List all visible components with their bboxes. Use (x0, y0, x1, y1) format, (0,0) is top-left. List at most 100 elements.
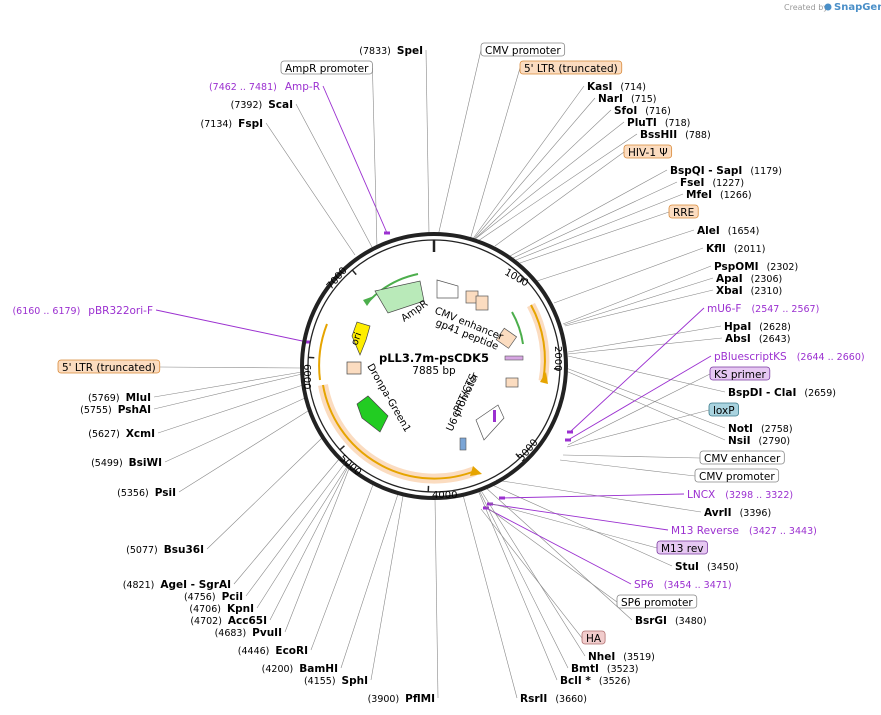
site-leader-line (295, 103, 374, 250)
feature-leader-line (484, 505, 618, 603)
site-label: PshAI(5755) (80, 404, 151, 416)
site-position: (2790) (759, 436, 791, 447)
site-position: (5769) (88, 393, 120, 404)
site-name: AbsI (725, 333, 751, 345)
feature-box: CMV promoter (694, 468, 780, 483)
primer-name: Amp-R (285, 81, 320, 93)
primer-name: SP6 (634, 579, 654, 591)
site-name: BsiWI (129, 457, 162, 469)
primer-name: pBR322ori-F (88, 305, 153, 317)
site-name: StuI (675, 561, 699, 573)
feature-leader-line (494, 151, 625, 247)
feature-box: CMV promoter (480, 42, 566, 57)
outer-labels: SpeI(7833)ScaI(7392)FspI(7134)KasI(714)N… (12, 42, 865, 705)
site-name: Acc65I (228, 615, 267, 627)
ltr-arc (318, 323, 328, 381)
primer-label: SP6(3454 .. 3471) (634, 579, 732, 591)
site-position: (715) (631, 94, 657, 105)
psi-block-2 (475, 295, 489, 311)
site-label: HpaI(2628) (724, 321, 791, 333)
site-position: (4702) (190, 616, 222, 627)
site-position: (4756) (184, 592, 216, 603)
site-position: (788) (685, 130, 711, 141)
site-label: BsrGI(3480) (635, 615, 707, 627)
primer-name: mU6-F (707, 303, 741, 315)
site-label: XcmI(5627) (88, 428, 155, 440)
credit-brand: SnapGene (834, 2, 881, 13)
feature-leader-line (562, 454, 701, 459)
site-position: (4706) (189, 604, 221, 615)
site-leader-line (564, 289, 714, 327)
site-leader-line (434, 497, 439, 699)
site-name: BmtI (571, 663, 599, 675)
site-leader-line (233, 457, 341, 585)
site-label: PspOMI(2302) (714, 261, 798, 273)
site-name: FspI (238, 118, 263, 130)
rre-arc-arrow (540, 372, 548, 384)
site-label: KasI(714) (587, 81, 646, 93)
site-label: PluTI(718) (627, 117, 690, 129)
site-leader-line (471, 85, 585, 241)
u6-promoter-block (475, 404, 505, 441)
site-name: BamHI (299, 663, 338, 675)
ltr-inner-block (346, 361, 362, 375)
ampr-feature (374, 280, 425, 314)
small-feature (504, 355, 524, 361)
feature-box: AmpR promoter (280, 60, 373, 75)
site-label: PflMI(3900) (368, 693, 435, 705)
primer-label: Amp-R (7462 .. 7481) (209, 81, 320, 93)
site-leader-line (473, 109, 612, 241)
site-name: BspDI - ClaI (728, 387, 796, 399)
site-name: SphI (342, 675, 368, 687)
feature-box: 5' LTR (truncated) (57, 359, 161, 374)
site-label: BspQI - SapI(1179) (670, 165, 782, 177)
site-name: KpnI (227, 603, 254, 615)
site-name: NarI (598, 93, 623, 105)
primer-range: (7462 .. 7481) (209, 82, 277, 93)
site-position: (1179) (750, 166, 782, 177)
site-name: PsiI (155, 487, 176, 499)
cppt-block (505, 377, 519, 388)
site-label: NotI(2758) (728, 423, 793, 435)
dronpa-region-arc-edge (322, 384, 476, 480)
feature-box-frame (694, 468, 780, 483)
primer-mark (499, 496, 505, 500)
site-name: AgeI - SgrAI (160, 579, 231, 591)
site-position: (5077) (126, 545, 158, 556)
plasmid-size: 7885 bp (412, 365, 456, 377)
rre-arc-edge (530, 304, 546, 382)
site-position: (2310) (751, 286, 783, 297)
feature-box-frame (616, 594, 698, 609)
primer-range: (2644 .. 2660) (797, 352, 865, 363)
feature-box-label: SP6 promoter (621, 597, 693, 609)
feature-box-label: HA (586, 633, 602, 645)
site-label: Bsu36I(5077) (126, 544, 204, 556)
tick-label-7000: 7000 (325, 265, 350, 292)
site-name: KflI (706, 243, 726, 255)
primer-leader-line (155, 309, 308, 343)
site-name: ScaI (268, 99, 293, 111)
credit-created-by: Created by (784, 3, 828, 12)
feature-box: loxP (708, 402, 739, 417)
primer-mark (384, 231, 390, 235)
site-name: PspOMI (714, 261, 759, 273)
site-label: BclI *(3526) (560, 675, 630, 687)
ring-tick (351, 269, 357, 276)
site-position: (1266) (720, 190, 752, 201)
backbone-outer-ring (300, 232, 568, 500)
feature-box-frame (708, 402, 739, 417)
tick-label-4000: 4000 (432, 490, 457, 501)
site-name: SpeI (397, 45, 423, 57)
site-label: MluI(5769) (88, 392, 151, 404)
tick-label-2000: 2000 (552, 346, 563, 371)
site-label: PciI(4756) (184, 591, 243, 603)
backbone (300, 232, 568, 500)
site-leader-line (512, 181, 678, 259)
feature-box-label: 5' LTR (truncated) (62, 362, 156, 374)
site-position: (2306) (751, 274, 783, 285)
loxp-block (459, 437, 467, 451)
ori-label: ori (349, 331, 364, 347)
site-position: (2011) (734, 244, 766, 255)
site-label: AleI(1654) (697, 225, 759, 237)
site-leader-line (567, 337, 723, 355)
